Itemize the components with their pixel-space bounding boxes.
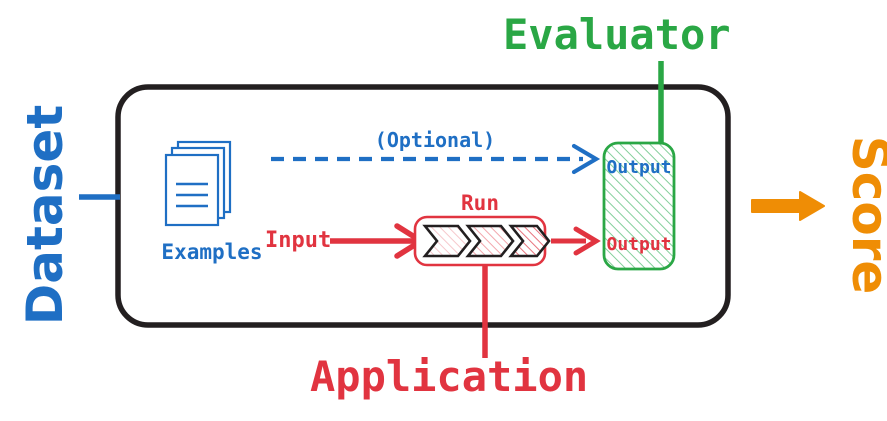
label-output-blue-text: Output [606,157,672,178]
score-arrow [751,191,825,221]
run-to-output-arrow [551,226,601,256]
main-container-box [115,84,731,328]
label-dataset-text: Dataset [16,104,74,326]
run-chevrons [422,224,551,258]
chevron-3 [508,224,551,258]
label-run: Run [420,191,540,215]
label-examples-text: Examples [161,240,263,264]
label-application-text: Application [310,352,589,401]
output-box [602,141,676,271]
label-evaluator: Evaluator [503,10,819,59]
input-arrow [330,223,427,259]
label-dataset: Dataset [15,105,75,325]
optional-dashed-arrow [271,143,601,175]
label-output-red-text: Output [606,234,672,255]
label-score-text: Score [841,135,887,295]
chevron-2 [465,224,515,258]
label-input: Input [265,228,335,253]
label-input-text: Input [265,228,332,253]
label-examples: Examples [142,240,282,264]
label-evaluator-text: Evaluator [503,10,731,59]
label-output-blue: Output [604,157,674,178]
label-application: Application [310,352,710,401]
label-output-red: Output [604,234,674,255]
label-run-text: Run [461,191,499,215]
chevron-1 [422,224,472,258]
label-score: Score [840,115,887,315]
label-optional-text: (Optional) [374,128,496,152]
label-optional: (Optional) [285,128,585,152]
examples-document-stack-icon [164,140,232,227]
